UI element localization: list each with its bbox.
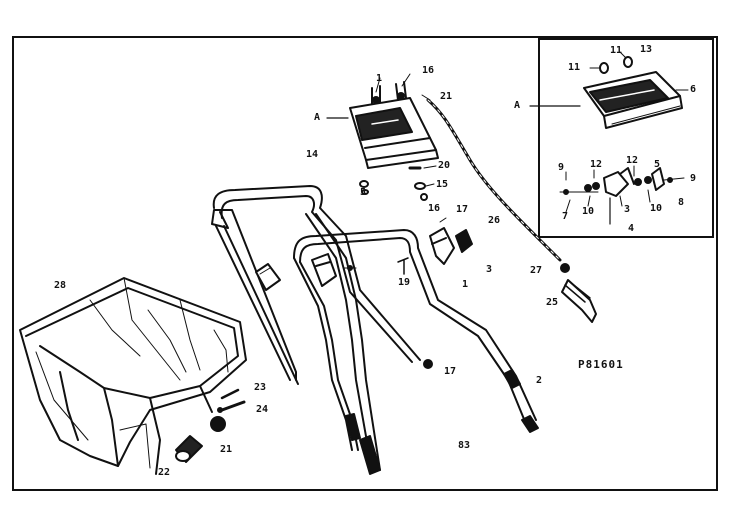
- inset-small-parts: [559, 165, 685, 225]
- callout-1-mid: 1: [462, 279, 469, 290]
- part-code: P81601: [578, 358, 624, 371]
- axle-parts: [175, 388, 246, 463]
- callout-16-mid: 16: [428, 203, 441, 214]
- callout-19: 19: [398, 277, 411, 288]
- inset-callout-6: 6: [690, 84, 697, 95]
- inset-callout-13: 13: [640, 44, 653, 55]
- inset-callout-12-right: 12: [626, 155, 639, 166]
- page-number: 83: [458, 440, 471, 451]
- inset-callout-5: 5: [654, 159, 661, 170]
- callout-23: 23: [254, 382, 267, 393]
- callout-16-top: 16: [422, 65, 435, 76]
- callout-2: 2: [536, 375, 543, 386]
- inset-callout-11-top: 11: [610, 45, 623, 56]
- callout-17-mid: 17: [456, 204, 469, 215]
- callout-21-low: 21: [220, 444, 233, 455]
- callout-5-mid: 5: [360, 187, 367, 198]
- inset-control-box: [583, 51, 683, 129]
- callout-1-top: 1: [376, 73, 383, 84]
- upper-handle: [211, 185, 421, 475]
- callout-3: 3: [486, 264, 493, 275]
- lower-handle: [293, 229, 539, 451]
- grass-catcher: [19, 277, 247, 475]
- callout-21-top: 21: [440, 91, 453, 102]
- inset-callout-11-left: 11: [568, 62, 581, 73]
- callout-25: 25: [546, 297, 559, 308]
- callout-26: 26: [488, 215, 501, 226]
- callout-15: 15: [436, 179, 449, 190]
- inset-callout-9-left: 9: [558, 162, 565, 173]
- callout-24: 24: [256, 404, 269, 415]
- inset-callout-12-left: 12: [590, 159, 603, 170]
- inset-callout-10-right: 10: [650, 203, 663, 214]
- inset-callout-9-right: 9: [690, 173, 697, 184]
- callout-28: 28: [54, 280, 67, 291]
- callout-14: 14: [306, 149, 319, 160]
- inset-detail-box: [538, 38, 714, 238]
- callout-17-low: 17: [444, 366, 457, 377]
- inset-callout-7: 7: [562, 211, 569, 222]
- inset-callout-8: 8: [678, 197, 685, 208]
- callout-22: 22: [158, 467, 171, 478]
- cable-end: [561, 279, 597, 323]
- control-box: [349, 81, 439, 169]
- inset-callout-a: A: [514, 100, 521, 111]
- inset-callout-3: 3: [624, 204, 631, 215]
- inset-callout-10-left: 10: [582, 206, 595, 217]
- diagram-border: [12, 36, 718, 491]
- inset-callout-4: 4: [628, 223, 635, 234]
- callout-20: 20: [438, 160, 451, 171]
- callout-a-main: A: [314, 112, 321, 123]
- callout-27: 27: [530, 265, 543, 276]
